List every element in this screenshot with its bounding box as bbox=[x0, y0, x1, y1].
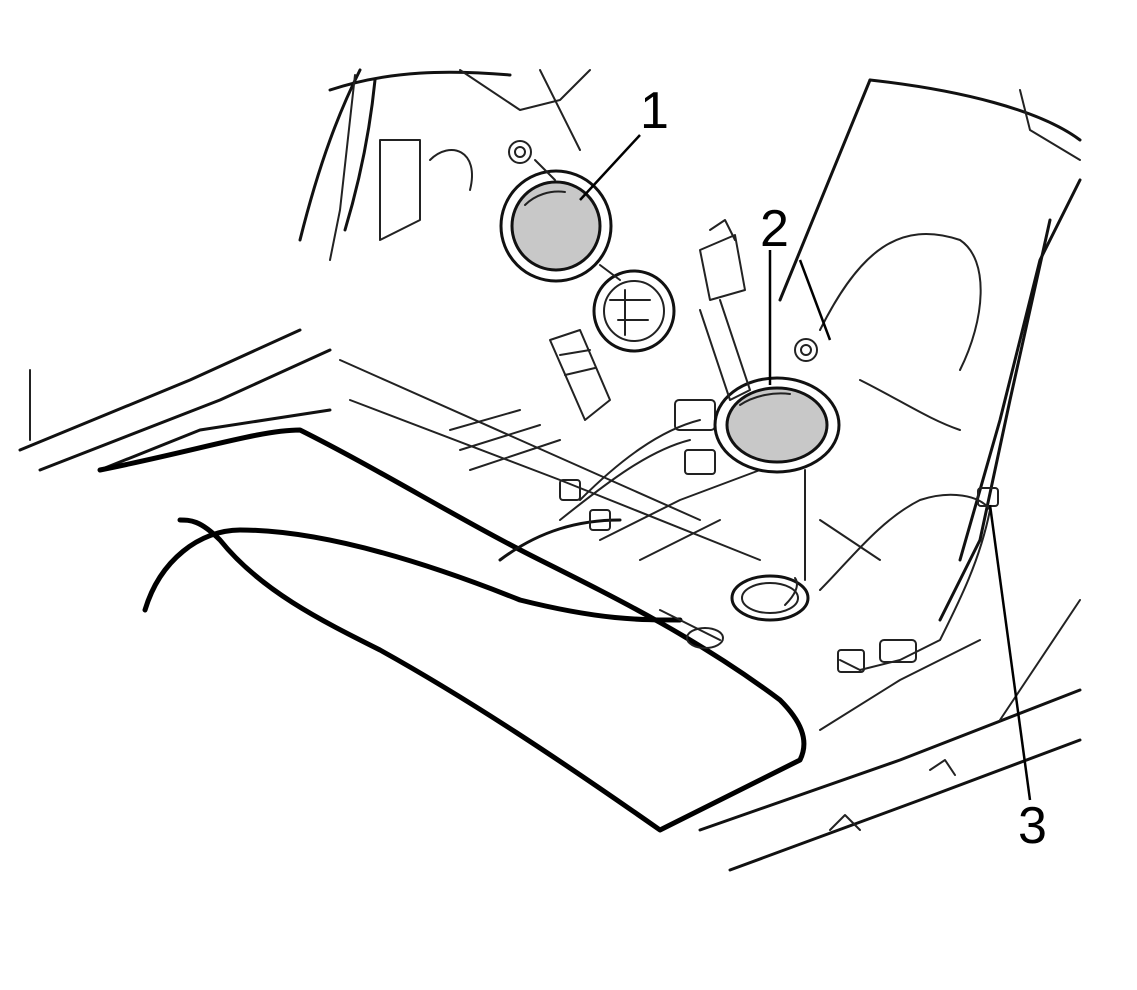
floor-carpet-folded bbox=[97, 427, 807, 833]
access-cover-left bbox=[499, 169, 613, 283]
vehicle-body-outline bbox=[18, 68, 1082, 872]
callout-1: 1 bbox=[640, 82, 669, 140]
callout-2: 2 bbox=[760, 200, 789, 258]
access-cover-right bbox=[713, 338, 841, 581]
wiring-harness bbox=[559, 399, 991, 673]
pump-module-left bbox=[508, 140, 676, 421]
seatbelt-bracket bbox=[699, 219, 751, 401]
leader-lines bbox=[579, 134, 1032, 801]
callout-3: 3 bbox=[1018, 797, 1047, 855]
connector-part-3 bbox=[977, 487, 999, 507]
tank-opening bbox=[730, 574, 810, 622]
callout-labels: 1 2 3 bbox=[640, 82, 1047, 855]
